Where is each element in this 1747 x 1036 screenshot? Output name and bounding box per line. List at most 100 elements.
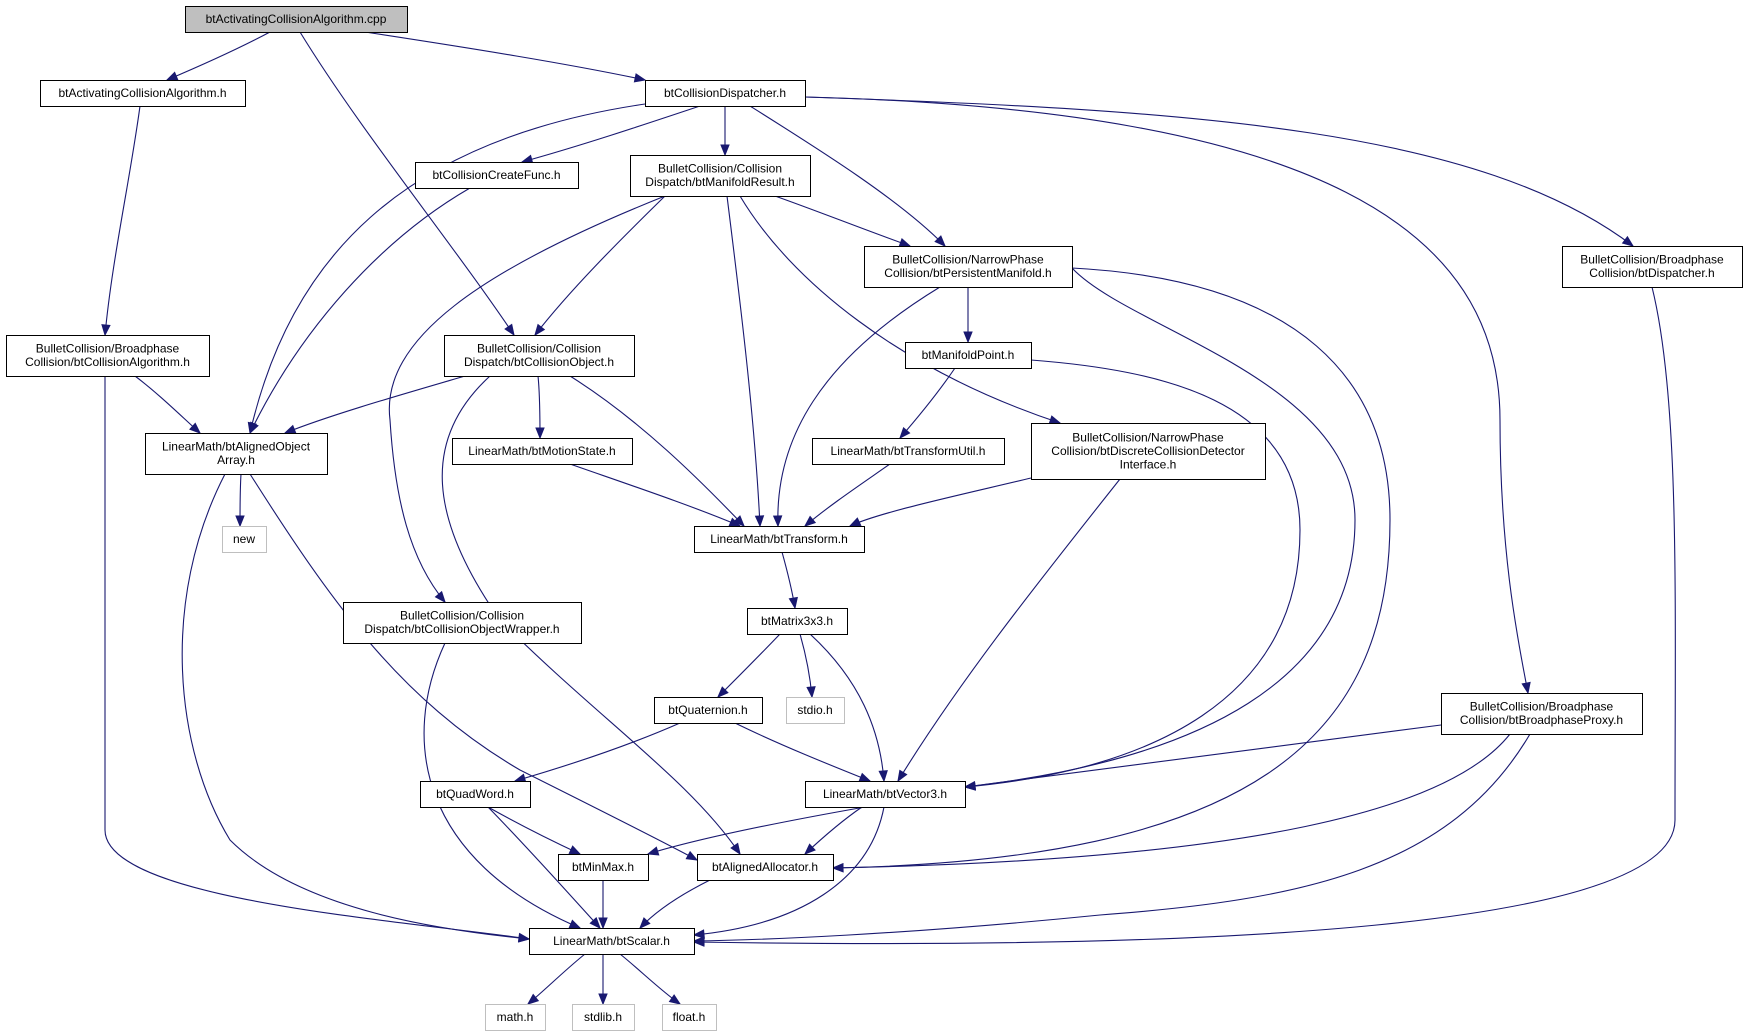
edge-n0-n1 (165, 31, 271, 81)
node-label: btQuadWord.h (436, 787, 514, 801)
node-header[interactable]: btMinMax.h (558, 854, 649, 881)
edge-line (739, 195, 1061, 424)
edge-layer (101, 31, 1676, 1006)
node-header[interactable]: btMatrix3x3.h (747, 608, 848, 635)
edge-line (717, 633, 781, 698)
node-header[interactable]: LinearMath/btTransform.h (694, 526, 865, 553)
arrowhead (518, 933, 531, 943)
node-box (1441, 693, 1643, 735)
edge-line (299, 31, 515, 336)
arrowhead (728, 517, 742, 527)
edge-line (804, 806, 863, 855)
arrowhead (899, 426, 911, 440)
edge-line (134, 375, 201, 434)
edge-n11-n15 (569, 463, 742, 527)
node-box (805, 781, 966, 808)
node-header[interactable]: BulletCollision/CollisionDispatch/btMani… (630, 155, 811, 197)
edge-n10-n14 (235, 473, 245, 528)
edge-line (774, 195, 911, 247)
node-system[interactable]: math.h (485, 1004, 546, 1031)
edge-n0-n2 (364, 31, 647, 83)
node-box (786, 697, 845, 724)
node-label: LinearMath/btMotionState.h (468, 444, 615, 458)
node-header[interactable]: LinearMath/btScalar.h (529, 928, 695, 955)
arrowhead (165, 71, 179, 81)
node-header[interactable]: btActivatingCollisionAlgorithm.h (40, 80, 246, 107)
edge-n17-n19 (799, 633, 816, 699)
node-header[interactable]: LinearMath/btTransformUtil.h (812, 438, 1005, 465)
node-label: BulletCollision/Collision (658, 162, 782, 176)
node-header[interactable]: btQuaternion.h (654, 697, 763, 724)
edge-line (749, 105, 946, 247)
node-box (452, 438, 633, 465)
node-box (1562, 246, 1743, 288)
edge-line (527, 953, 586, 1005)
arrowhead (598, 993, 608, 1006)
node-box (6, 335, 210, 377)
edge-line (569, 375, 745, 527)
node-label: btActivatingCollisionAlgorithm.h (58, 86, 226, 100)
edge-n20-n25 (692, 733, 1531, 946)
edge-line (693, 806, 885, 936)
node-header[interactable]: BulletCollision/NarrowPhaseCollision/btP… (864, 246, 1073, 288)
node-header[interactable]: btAlignedAllocator.h (697, 854, 834, 881)
node-label: Collision/btDiscreteCollisionDetector (1051, 444, 1244, 458)
arrowhead (754, 515, 765, 528)
edge-line (619, 953, 681, 1005)
node-box (185, 6, 408, 33)
arrowhead (963, 331, 973, 344)
edge-n2-n3 (520, 105, 701, 164)
edge-line (249, 187, 471, 434)
node-label: float.h (673, 1010, 706, 1024)
node-label: LinearMath/btVector3.h (823, 787, 947, 801)
arrowhead (733, 515, 745, 527)
node-box (630, 155, 811, 197)
edge-n4-n13 (739, 195, 1062, 425)
node-header[interactable]: btQuadWord.h (420, 781, 531, 808)
arrowhead (1048, 415, 1062, 425)
arrowhead (804, 843, 816, 855)
edge-line (964, 359, 1301, 788)
edge-n2-n20 (804, 96, 1531, 695)
arrowhead (934, 235, 946, 247)
arrowhead (646, 846, 660, 856)
node-box (654, 697, 763, 724)
edge-n1-n7 (101, 105, 141, 337)
node-root[interactable]: btActivatingCollisionAlgorithm.cpp (185, 6, 408, 33)
node-system[interactable]: new (222, 526, 267, 553)
edge-n8-n10 (283, 375, 466, 434)
node-header[interactable]: BulletCollision/BroadphaseCollision/btBr… (1441, 693, 1643, 735)
arrowhead (806, 686, 816, 699)
node-header[interactable]: BulletCollision/BroadphaseCollision/btCo… (6, 335, 210, 377)
node-label: Collision/btCollisionAlgorithm.h (25, 355, 190, 369)
node-box (485, 1004, 546, 1031)
edge-n2-n5 (749, 105, 946, 247)
node-header[interactable]: LinearMath/btVector3.h (805, 781, 966, 808)
node-system[interactable]: float.h (662, 1004, 717, 1031)
edge-line (534, 195, 666, 336)
node-header[interactable]: btCollisionCreateFunc.h (415, 162, 579, 189)
node-header[interactable]: BulletCollision/CollisionDispatch/btColl… (444, 335, 635, 377)
edge-n4-n16 (388, 195, 666, 604)
node-system[interactable]: stdlib.h (572, 1004, 635, 1031)
node-label: Interface.h (1120, 457, 1177, 471)
edge-line (899, 367, 956, 439)
node-system[interactable]: stdio.h (786, 697, 845, 724)
node-label: LinearMath/btAlignedObject (162, 440, 311, 454)
edge-n24-n25 (639, 879, 711, 929)
node-header[interactable]: BulletCollision/BroadphaseCollision/btDi… (1562, 246, 1743, 288)
arrowhead (589, 917, 601, 929)
edge-n25-n26 (526, 953, 586, 1005)
node-header[interactable]: btCollisionDispatcher.h (645, 80, 806, 107)
node-label: btCollisionDispatcher.h (664, 86, 786, 100)
arrowhead (568, 845, 582, 855)
arrowhead (513, 773, 527, 783)
node-header[interactable]: LinearMath/btMotionState.h (452, 438, 633, 465)
edge-line (487, 806, 601, 929)
node-header[interactable]: btManifoldPoint.h (905, 342, 1032, 369)
edge-line (804, 463, 891, 527)
node-header[interactable]: BulletCollision/NarrowPhaseCollision/btD… (1031, 423, 1266, 480)
node-header[interactable]: BulletCollision/CollisionDispatch/btColl… (343, 602, 582, 644)
node-box (145, 433, 328, 475)
